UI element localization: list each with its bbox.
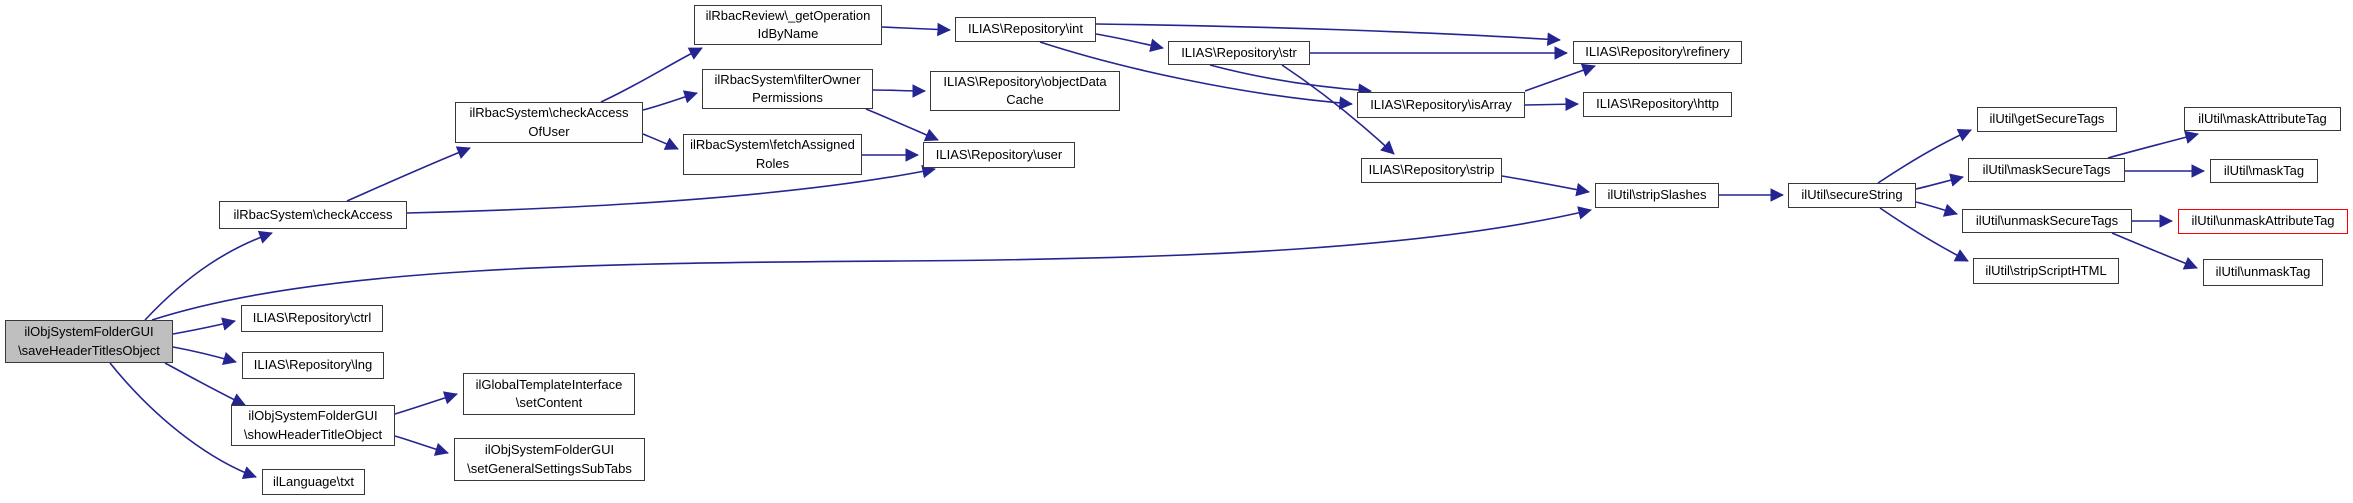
edge-repository-strip-to-strip-slashes <box>1501 175 1590 197</box>
edge-repository-is-array-to-repository-refinery <box>1524 63 1596 92</box>
edge-show-header-title-object-to-set-content <box>394 391 458 415</box>
node-mask-secure-tags[interactable]: ilUtil\maskSecureTags <box>1968 158 2125 182</box>
edge-check-access-of-user-to-get-operation-id-by-name <box>600 47 703 103</box>
node-repository-strip[interactable]: ILIAS\Repository\strip <box>1361 158 1502 183</box>
node-set-content[interactable]: ilGlobalTemplateInterface \setContent <box>463 373 635 415</box>
node-object-data-cache[interactable]: ILIAS\Repository\objectData Cache <box>930 71 1120 111</box>
node-repository-user[interactable]: ILIAS\Repository\user <box>923 142 1075 168</box>
edge-check-access-of-user-to-fetch-assigned-roles <box>642 133 679 150</box>
edge-repository-int-to-repository-refinery <box>1095 23 1561 47</box>
node-unmask-tag[interactable]: ilUtil\unmaskTag <box>2203 259 2323 286</box>
node-get-secure-tags[interactable]: ilUtil\getSecureTags <box>1977 107 2117 132</box>
node-unmask-attribute-tag[interactable]: ilUtil\unmaskAttributeTag <box>2178 209 2348 234</box>
node-fetch-assigned-roles[interactable]: ilRbacSystem\fetchAssigned Roles <box>683 134 862 175</box>
node-repository-is-array[interactable]: ILIAS\Repository\isArray <box>1357 92 1525 118</box>
edge-unmask-secure-tags-to-unmask-tag <box>2111 232 2198 270</box>
edge-get-operation-id-by-name-to-repository-int <box>881 22 951 37</box>
node-unmask-secure-tags[interactable]: ilUtil\unmaskSecureTags <box>1962 209 2132 233</box>
node-mask-tag[interactable]: ilUtil\maskTag <box>2210 159 2318 183</box>
node-get-operation-id-by-name[interactable]: ilRbacReview\_getOperation IdByName <box>694 5 882 45</box>
edge-repository-int-to-repository-str <box>1095 33 1164 52</box>
edge-secure-string-to-strip-script-html <box>1879 207 1969 262</box>
edge-filter-owner-permissions-to-repository-user <box>865 108 939 142</box>
node-show-header-title-object[interactable]: ilObjSystemFolderGUI \showHeaderTitleObj… <box>231 405 395 446</box>
node-strip-slashes[interactable]: ilUtil\stripSlashes <box>1595 183 1719 208</box>
edge-check-access-to-repository-user <box>406 164 936 214</box>
node-strip-script-html[interactable]: ilUtil\stripScriptHTML <box>1973 258 2119 284</box>
node-check-access[interactable]: ilRbacSystem\checkAccess <box>219 201 407 229</box>
node-check-access-of-user[interactable]: ilRbacSystem\checkAccess OfUser <box>455 102 643 143</box>
edge-check-access-of-user-to-filter-owner-permissions <box>642 90 698 111</box>
edge-secure-string-to-get-secure-tags <box>1877 128 1972 184</box>
node-repository-http[interactable]: ILIAS\Repository\http <box>1583 92 1732 117</box>
node-language-txt[interactable]: ilLanguage\txt <box>262 469 365 495</box>
node-secure-string[interactable]: ilUtil\secureString <box>1788 183 1916 208</box>
edge-repository-str-to-repository-is-array <box>1209 64 1372 97</box>
node-set-general-settings-sub-tabs[interactable]: ilObjSystemFolderGUI \setGeneralSettings… <box>454 438 645 481</box>
node-repository-lng[interactable]: ILIAS\Repository\lng <box>242 352 384 379</box>
edge-save-header-titles-object-to-repository-ctrl <box>172 317 236 335</box>
edge-save-header-titles-object-to-show-header-title-object <box>164 362 246 406</box>
edge-mask-secure-tags-to-mask-attribute-tag <box>2107 130 2199 159</box>
node-mask-attribute-tag[interactable]: ilUtil\maskAttributeTag <box>2184 107 2341 131</box>
edge-filter-owner-permissions-to-object-data-cache <box>872 84 926 98</box>
edge-secure-string-to-unmask-secure-tags <box>1915 201 1958 217</box>
node-repository-int[interactable]: ILIAS\Repository\int <box>955 17 1096 42</box>
edge-save-header-titles-object-to-repository-lng <box>172 346 237 366</box>
edge-repository-is-array-to-repository-http <box>1524 97 1579 112</box>
edge-show-header-title-object-to-set-general-settings-sub-tabs <box>394 435 449 456</box>
node-repository-refinery[interactable]: ILIAS\Repository\refinery <box>1573 41 1742 64</box>
edge-check-access-to-check-access-of-user <box>346 146 471 202</box>
edge-secure-string-to-mask-secure-tags <box>1915 173 1964 190</box>
node-repository-ctrl[interactable]: ILIAS\Repository\ctrl <box>241 305 383 332</box>
node-save-header-titles-object[interactable]: ilObjSystemFolderGUI \saveHeaderTitlesOb… <box>5 320 173 363</box>
node-filter-owner-permissions[interactable]: ilRbacSystem\filterOwner Permissions <box>702 69 873 109</box>
node-repository-str[interactable]: ILIAS\Repository\str <box>1168 41 1310 65</box>
